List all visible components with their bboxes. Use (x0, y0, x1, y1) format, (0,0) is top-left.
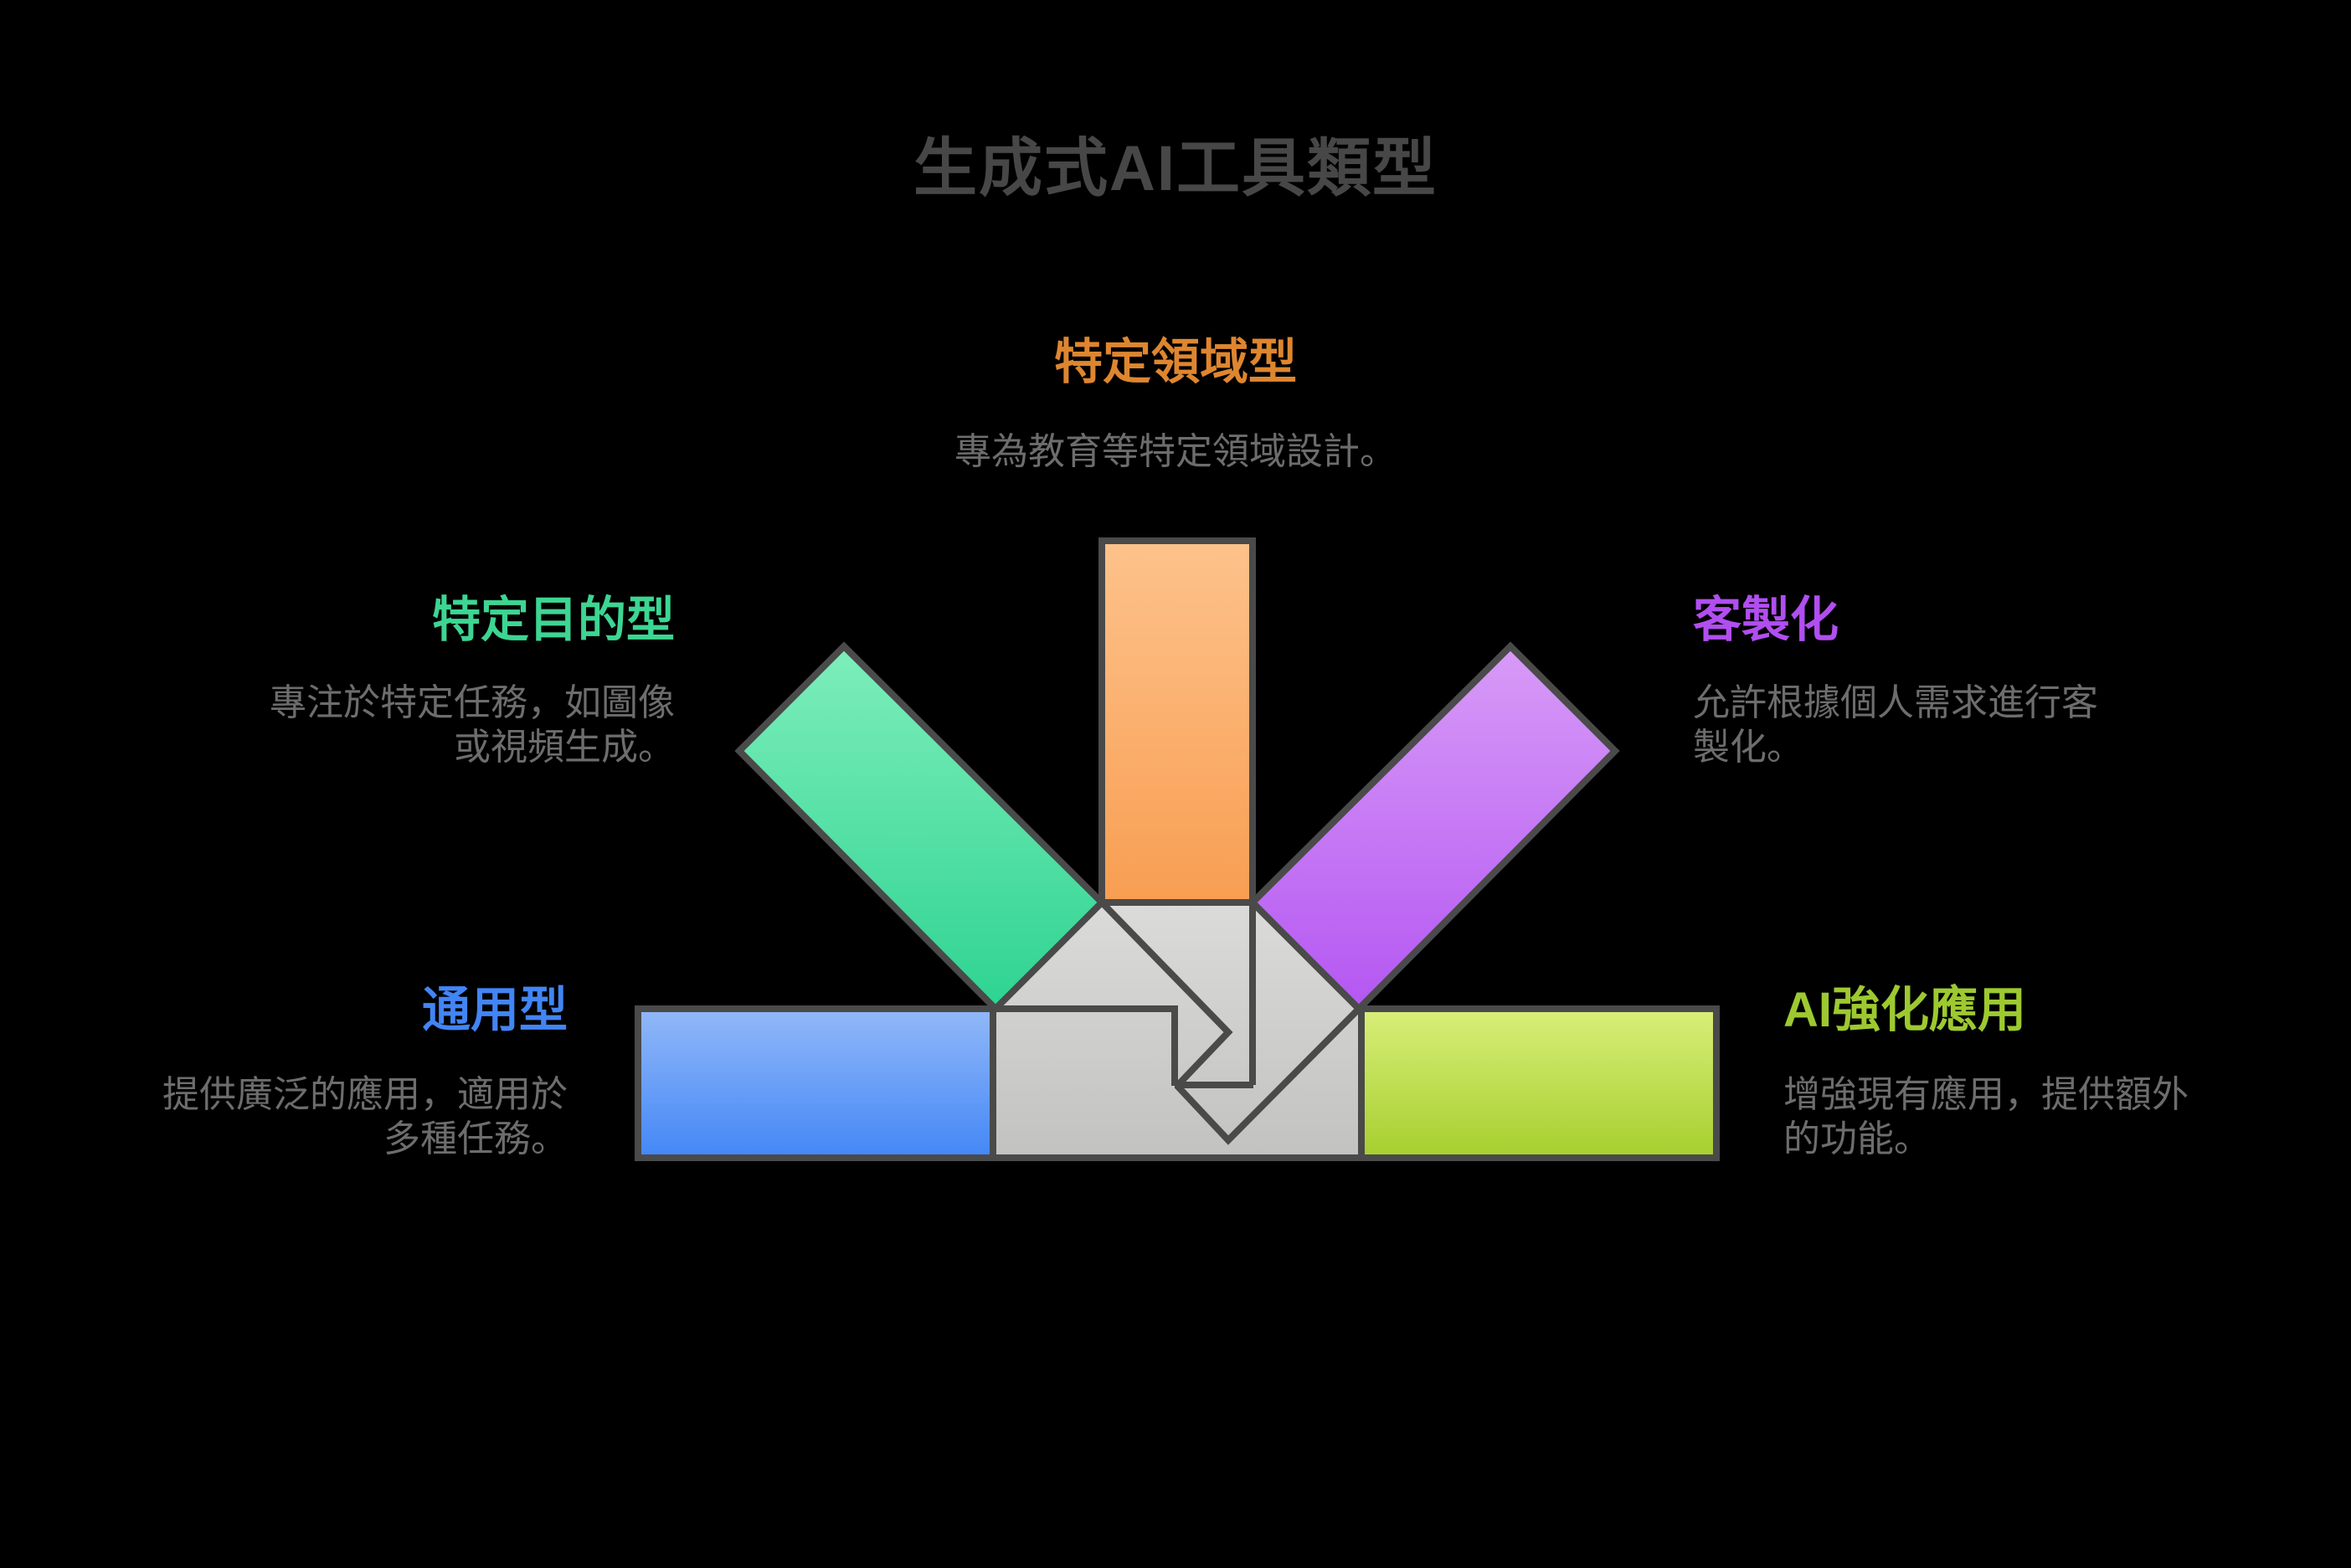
arrow-ai-enhanced (1358, 1005, 1720, 1161)
center-interlock-lines (993, 900, 1361, 1145)
desc-line: 多種任務。 (383, 1118, 568, 1159)
desc-line: 增強現有應用，提供額外 (1783, 1074, 2189, 1115)
arrow-customized (1248, 641, 1620, 1014)
label-customized: 客製化 (1693, 593, 1839, 647)
desc-purpose-specific: 專注於特定任務，如圖像 或視頻生成。 (270, 681, 675, 769)
desc-line: 的功能。 (1783, 1118, 1931, 1159)
desc-line: 專為教育等特定領域設計。 (954, 431, 1397, 472)
label-purpose-specific: 特定目的型 (431, 593, 675, 647)
arrow-purpose-specific (734, 641, 1107, 1014)
desc-customized: 允許根據個人需求進行客 製化。 (1693, 681, 2098, 769)
desc-domain-specific: 專為教育等特定領域設計。 (0, 429, 2351, 474)
desc-line: 製化。 (1693, 727, 1803, 768)
arrow-domain-specific (1098, 537, 1256, 906)
desc-line: 或視頻生成。 (454, 727, 675, 768)
desc-line: 專注於特定任務，如圖像 (270, 682, 675, 723)
page-title: 生成式AI工具類型 (913, 133, 1438, 204)
desc-line: 提供廣泛的應用，適用於 (162, 1074, 568, 1115)
desc-general-purpose: 提供廣泛的應用，適用於 多種任務。 (162, 1072, 568, 1161)
desc-ai-enhanced: 增強現有應用，提供額外 的功能。 (1783, 1072, 2189, 1161)
label-ai-enhanced: AI強化應用 (1783, 983, 2027, 1037)
label-domain-specific: 特定領域型 (1053, 335, 1297, 389)
desc-line: 允許根據個人需求進行客 (1693, 682, 2098, 723)
arrow-general-purpose (635, 1005, 996, 1161)
label-general-purpose: 通用型 (421, 983, 568, 1037)
